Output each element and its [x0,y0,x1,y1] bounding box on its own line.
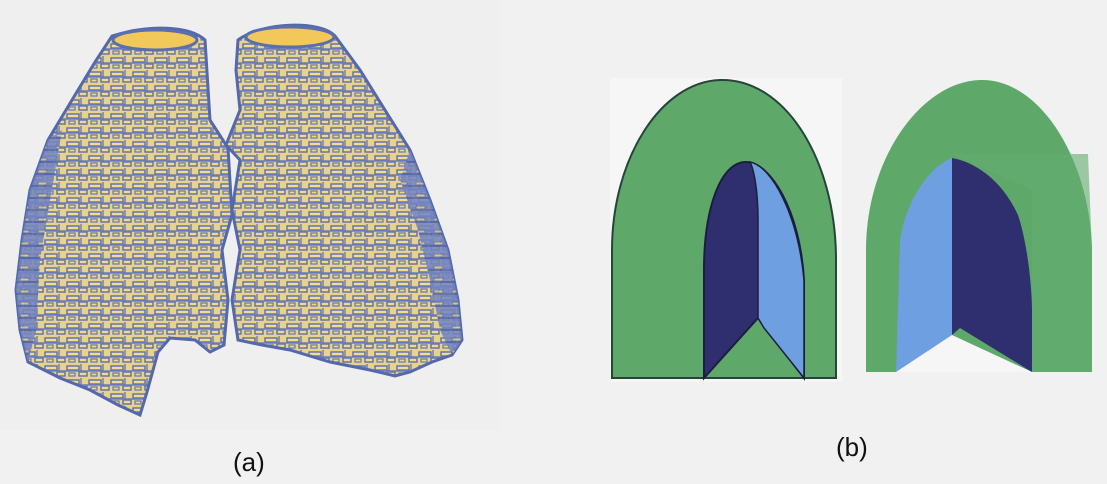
caption-b: (b) [836,432,868,463]
lung-left-shape [16,28,232,415]
panel-b-lobe-sections [600,70,1100,390]
caption-a: (a) [233,447,265,478]
panel-a-lung-model [0,0,500,430]
lung-right-shape [226,25,462,376]
lobe-section-2 [866,80,1092,372]
lobe-cross-section-icon [600,70,1100,390]
voxel-lung-model-icon [0,0,500,430]
